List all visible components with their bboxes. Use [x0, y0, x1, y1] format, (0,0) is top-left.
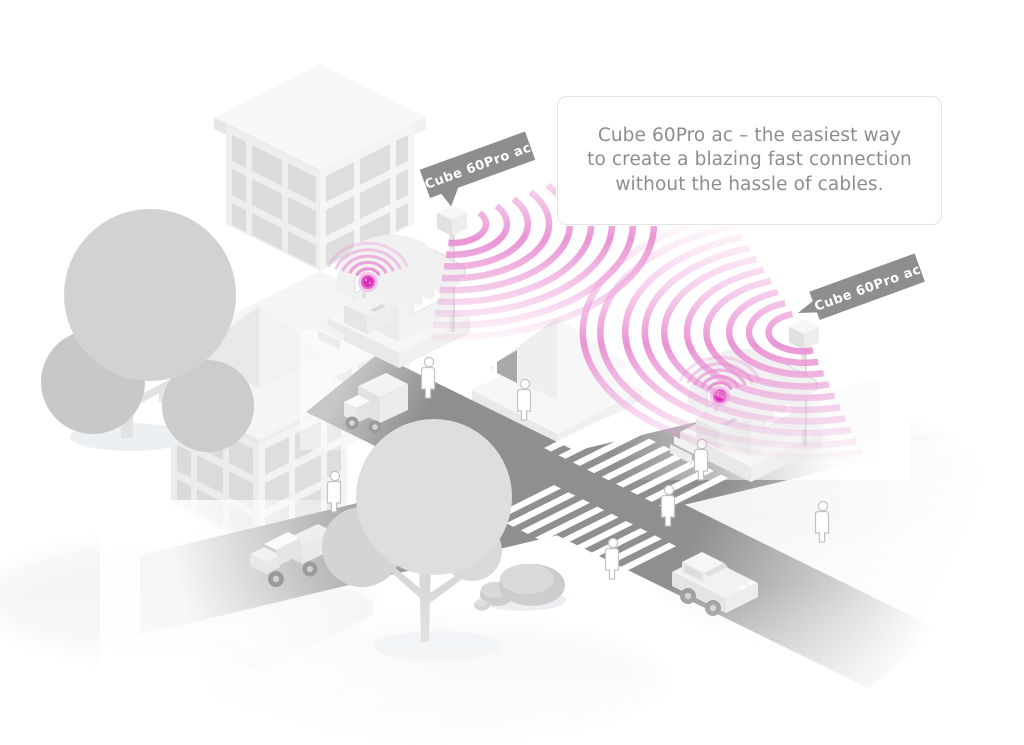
pedestrian: [516, 378, 532, 421]
pedestrian: [326, 470, 342, 513]
crosswalk-upper: [544, 417, 729, 510]
pyramid-entrance: [497, 350, 517, 383]
pyramid-monument: [472, 318, 642, 444]
pedestrian: [420, 356, 436, 399]
info-callout-box: Cube 60Pro ac – the easiest way to creat…: [557, 96, 942, 225]
signal-dot-icon: [358, 272, 378, 292]
device-label-right: Cube 60Pro ac: [797, 253, 925, 320]
info-line: Cube 60Pro ac – the easiest way: [597, 124, 902, 146]
delivery-van: [344, 373, 408, 434]
pickup-truck: [250, 524, 332, 587]
kiosk-left: [318, 205, 470, 368]
building-pyramid-roof: [145, 306, 373, 672]
kiosk-steps: [318, 330, 340, 350]
road-nw-se: [306, 354, 940, 688]
computer-monitor: [354, 267, 374, 294]
pyramid-roof-right-face: [259, 306, 325, 388]
cube-device-icon: [437, 205, 467, 220]
bottom-fade: [0, 580, 1024, 745]
tree-large: [41, 209, 254, 452]
device-pole: [449, 226, 455, 332]
rocks: [474, 564, 566, 611]
sedan-car: [672, 552, 758, 616]
kiosk-right: [669, 318, 823, 483]
tree-front: [322, 419, 512, 661]
pedestrian: [660, 484, 676, 527]
pyramid-roof-left-face: [193, 306, 259, 388]
keyboard: [370, 304, 386, 312]
device-label-right-text: Cube 60Pro ac: [813, 262, 923, 314]
device-label-left-text: Cube 60Pro ac: [423, 140, 533, 192]
pedestrians: [326, 356, 830, 580]
wifi-arcs-icon-right: [579, 211, 863, 460]
road-sw-ne: [140, 378, 880, 635]
info-line: to create a blazing fast connection: [587, 149, 912, 171]
signal-arcs-right: [679, 355, 761, 391]
kiosk-awning: [335, 234, 466, 307]
ground-washes: [0, 420, 1024, 735]
kiosk-window: [412, 273, 442, 315]
desk: [344, 293, 391, 316]
pedestrian: [814, 500, 830, 543]
road-system: [100, 300, 1024, 745]
crosswalk-lower: [492, 485, 677, 578]
info-line: without the hassle of cables.: [615, 173, 884, 195]
device-label-left: Cube 60Pro ac: [419, 131, 536, 207]
building-tall: [212, 64, 428, 460]
signal-arcs-left: [327, 241, 409, 277]
pedestrian: [693, 438, 709, 481]
pedestrian: [604, 537, 620, 580]
